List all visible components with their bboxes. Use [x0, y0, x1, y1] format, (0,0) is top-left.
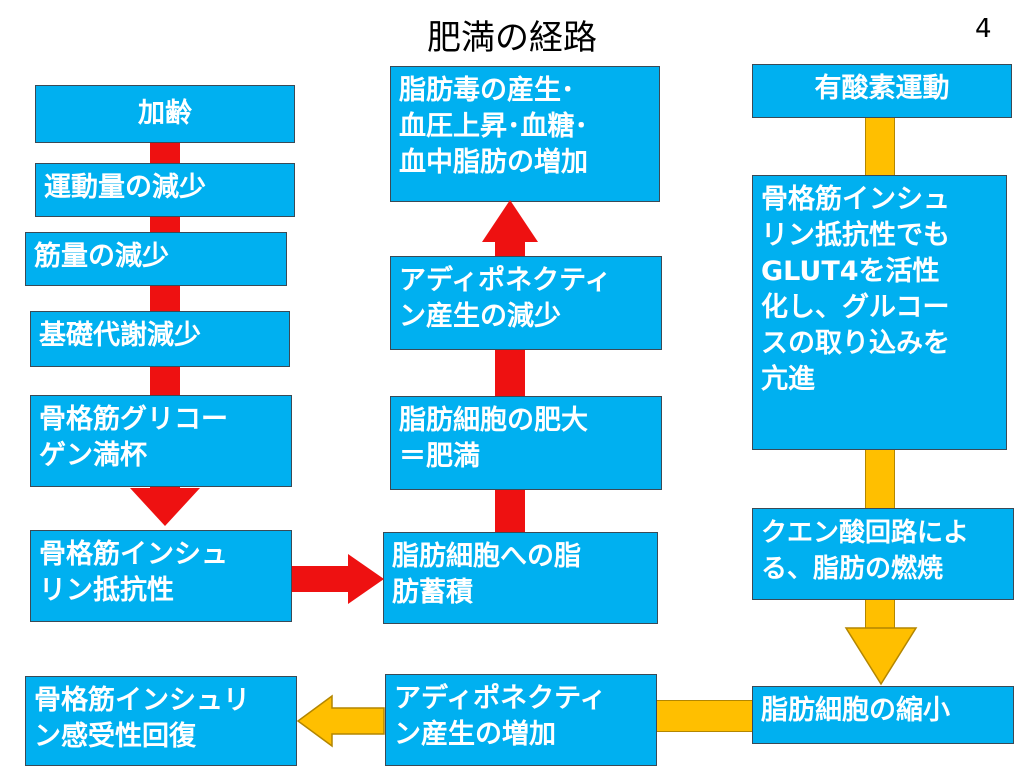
box-glycogen-full: 骨格筋グリコー ゲン満杯	[30, 395, 292, 487]
box-fat-toxin: 脂肪毒の産生･ 血圧上昇･血糖･ 血中脂肪の増加	[390, 66, 660, 202]
box-fat-cell-enlarge: 脂肪細胞の肥大 ＝肥満	[390, 396, 662, 490]
box-fat-accumulation: 脂肪細胞への脂 肪蓄積	[383, 532, 658, 624]
box-insulin-sensitivity-recovery: 骨格筋インシュリ ン感受性回復	[25, 676, 297, 766]
box-aging: 加齢	[35, 85, 295, 143]
box-adiponectin-decrease: アディポネクティ ン産生の減少	[390, 256, 662, 350]
box-glut4-activation: 骨格筋インシュ リン抵抗性でも GLUT4を活性 化し、グルコー スの取り込みを…	[752, 175, 1007, 450]
box-aerobic-exercise: 有酸素運動	[752, 64, 1012, 118]
box-basal-metabolism-decrease: 基礎代謝減少	[30, 311, 290, 367]
page-title: 肥満の経路	[427, 18, 597, 58]
down-arrow-right	[844, 627, 918, 686]
up-arrow-middle	[482, 200, 538, 242]
box-citric-acid-cycle: クエン酸回路によ る、脂肪の燃焼	[752, 508, 1014, 600]
box-insulin-resistance: 骨格筋インシュ リン抵抗性	[30, 530, 292, 622]
box-fat-cell-shrink: 脂肪細胞の縮小	[752, 686, 1014, 744]
bottom-connector-bar	[655, 700, 755, 732]
box-muscle-decrease: 筋量の減少	[25, 232, 287, 286]
left-arrow-yellow	[296, 694, 385, 748]
page-number: 4	[975, 14, 992, 44]
box-exercise-decrease: 運動量の減少	[35, 163, 295, 217]
right-arrow-red	[292, 554, 384, 604]
down-arrow-left	[130, 488, 200, 526]
box-adiponectin-increase: アディポネクティ ン産生の増加	[385, 674, 657, 766]
